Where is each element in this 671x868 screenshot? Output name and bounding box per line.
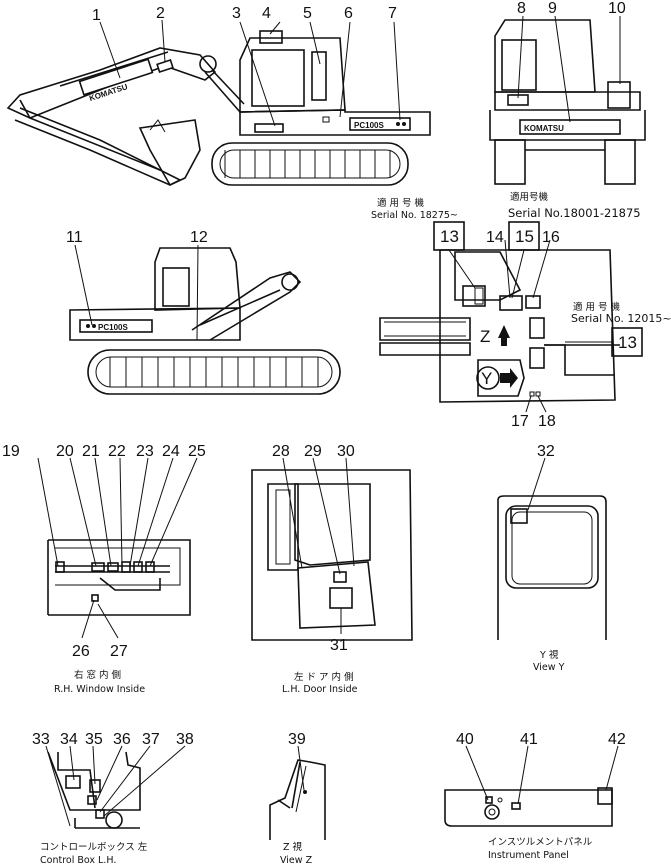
lh-door-caption-jp: 左 ド ア 内 側 [294,671,354,683]
callout-14: 14 [486,229,504,246]
leaders-view-8 [45,745,186,827]
boxed-callouts: 13 15 13 [433,221,643,357]
callout-42: 42 [608,731,626,748]
leaders-view-6 [282,457,355,634]
instrument-panel-view [444,787,613,827]
callout-39: 39 [288,731,306,748]
boxed-callout-15: 15 [515,227,534,246]
callout-29: 29 [304,443,322,460]
leaders-view-3 [74,244,199,341]
callout-7: 7 [388,5,397,22]
callout-24: 24 [162,443,180,460]
callout-21: 21 [82,443,100,460]
lh-door-view [251,469,413,641]
callout-20: 20 [56,443,74,460]
view-z-caption-jp: Z 視 [283,841,303,853]
callout-19: 19 [2,443,20,460]
serial-mid-en: Serial No.18001-21875 [508,206,641,220]
boxed-callout-13a: 13 [440,227,459,246]
callout-34: 34 [60,731,78,748]
serial-left-en: Serial No. 18275~ [371,210,458,221]
callout-6: 6 [344,5,353,22]
callout-28: 28 [272,443,290,460]
view-y-caption-jp: Y 視 [539,649,559,661]
model-left-decal: PC100S [98,323,128,332]
leaders-view-5 [37,457,198,639]
z-arrow-label: Z [480,327,490,346]
serial-right-jp: 適 用 号 機 [573,301,621,313]
callout-35: 35 [85,731,103,748]
leaders-view-10 [465,745,619,805]
excavator-left-side-view: PC100S [69,247,341,395]
callout-2: 2 [156,5,165,22]
callout-40: 40 [456,731,474,748]
serial-mid-jp: 適用号機 [510,191,549,203]
callout-16: 16 [542,229,560,246]
callout-38: 38 [176,731,194,748]
callout-10: 10 [608,0,626,17]
leaders-view-4 [448,239,612,413]
view-y [497,495,607,640]
control-box-view [47,751,141,829]
callout-17: 17 [511,413,529,430]
instrument-caption-jp: インスツルメントパネル [488,837,593,848]
callout-8: 8 [517,0,526,17]
callout-41: 41 [520,731,538,748]
rh-window-view [47,539,191,616]
rh-window-caption-en: R.H. Window Inside [54,684,145,695]
excavator-side-view: KOMATSU PC100S [6,30,431,187]
callout-22: 22 [108,443,126,460]
control-box-caption-jp: コントロールボックス 左 [40,841,148,853]
model-side-decal: PC100S [354,121,384,130]
callout-25: 25 [188,443,206,460]
callout-5: 5 [303,5,312,22]
callout-4: 4 [262,5,271,22]
boxed-callout-13c: 13 [618,333,637,352]
callout-32: 32 [537,443,555,460]
callout-1: 1 [92,7,101,24]
y-arrow-label: Y [481,369,492,388]
leaders-view-7 [527,457,546,511]
view-z-caption-en: View Z [280,855,313,866]
callout-18: 18 [538,413,556,430]
serial-right-en: Serial No. 12015~ [571,312,671,325]
serial-notes: 適 用 号 機 Serial No. 18275~ 適用号機 Serial No… [371,191,671,325]
callout-36: 36 [113,731,131,748]
callout-12: 12 [190,229,208,246]
callout-11: 11 [66,229,83,246]
lh-door-caption-en: L.H. Door Inside [282,684,358,695]
leaders-view-1 [99,19,401,127]
callout-3: 3 [232,5,241,22]
excavator-top-view: Z Y [379,249,620,403]
control-box-caption-en: Control Box L.H. [40,855,116,866]
callout-33: 33 [32,731,50,748]
rh-window-caption-jp: 右 窓 内 側 [74,669,121,681]
callout-numbers: 1 2 3 4 5 6 7 8 9 10 11 12 14 16 17 18 1… [2,0,626,748]
leaders-view-9 [297,745,305,791]
callout-37: 37 [142,731,160,748]
callout-9: 9 [548,0,557,17]
komatsu-rear-decal: KOMATSU [524,124,564,133]
serial-left-jp: 適 用 号 機 [377,197,425,209]
callout-30: 30 [337,443,355,460]
callout-31: 31 [330,637,348,654]
view-y-caption-en: View Y [533,662,565,673]
view-z [269,759,326,840]
leaders-view-2 [517,15,621,123]
callout-27: 27 [110,643,128,660]
callout-23: 23 [136,443,154,460]
callout-26: 26 [72,643,90,660]
instrument-caption-en: Instrument Panel [488,850,569,861]
